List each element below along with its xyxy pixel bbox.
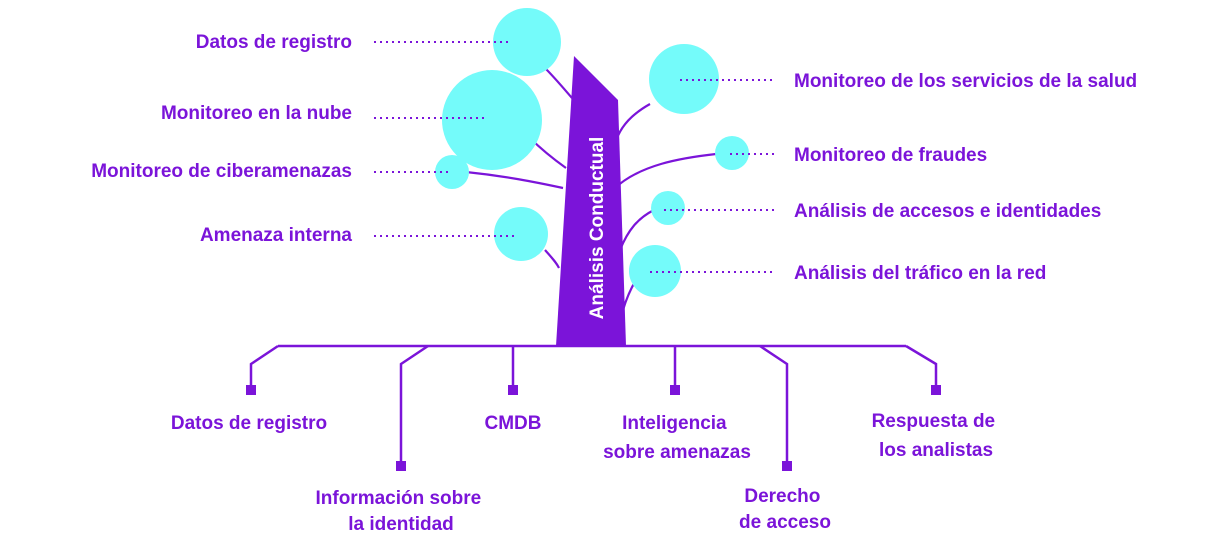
roots <box>246 344 941 471</box>
root-line-2 <box>399 344 429 466</box>
root-line-1 <box>249 344 279 390</box>
root-label-cmdb: CMDB <box>485 413 542 434</box>
circle-servicios-salud <box>649 44 719 114</box>
root-label-derecho-acceso: Derecho de acceso <box>739 486 831 533</box>
root-label-1-line-1: Datos de registro <box>171 413 327 434</box>
branch-labels: Datos de registro Monitoreo en la nube M… <box>91 32 1137 284</box>
label-trafico-red: Análisis del tráfico en la red <box>794 263 1046 284</box>
branch-line-right-3 <box>618 209 655 251</box>
root-label-3-line-1: CMDB <box>485 413 542 434</box>
root-label-6-line-1: Respuesta de <box>872 411 996 432</box>
trunk-shape <box>556 56 626 346</box>
root-label-2-line-2: la identidad <box>348 514 454 535</box>
root-label-6-line-2: los analistas <box>879 440 993 461</box>
trunk: Análisis Conductual <box>556 56 626 346</box>
circle-trafico-red <box>629 245 681 297</box>
root-line-6 <box>905 344 938 390</box>
root-line-5 <box>759 344 789 466</box>
label-datos-de-registro: Datos de registro <box>196 32 352 53</box>
circle-ciberamenazas <box>435 155 469 189</box>
label-accesos-identidades: Análisis de accesos e identidades <box>794 201 1101 222</box>
root-labels: Datos de registro Información sobre la i… <box>171 411 1001 535</box>
circle-amenaza-interna <box>494 207 548 261</box>
canopy-circles <box>435 8 749 297</box>
root-label-5-line-1: Derecho <box>744 486 820 507</box>
root-marker-1 <box>246 385 256 395</box>
label-fraudes: Monitoreo de fraudes <box>794 145 987 166</box>
root-label-respuesta-analistas: Respuesta de los analistas <box>872 411 1001 461</box>
root-label-informacion-identidad: Información sobre la identidad <box>315 488 486 535</box>
circle-monitoreo-nube <box>442 70 542 170</box>
label-ciberamenazas: Monitoreo de ciberamenazas <box>91 161 352 182</box>
label-amenaza-interna: Amenaza interna <box>200 225 352 246</box>
branch-line-left-1 <box>544 67 573 99</box>
root-label-inteligencia-amenazas: Inteligencia sobre amenazas <box>603 413 751 463</box>
branch-line-left-3 <box>465 170 564 190</box>
root-marker-3 <box>508 385 518 395</box>
root-marker-6 <box>931 385 941 395</box>
branch-line-right-2 <box>614 152 717 189</box>
trunk-label: Análisis Conductual <box>587 137 608 320</box>
root-label-5-line-2: de acceso <box>739 512 831 533</box>
root-marker-2 <box>396 461 406 471</box>
label-monitoreo-nube: Monitoreo en la nube <box>161 103 352 124</box>
leader-lines <box>374 41 774 273</box>
root-label-4-line-2: sobre amenazas <box>603 442 751 463</box>
label-servicios-salud: Monitoreo de los servicios de la salud <box>794 71 1137 92</box>
circle-datos-de-registro <box>493 8 561 76</box>
root-marker-4 <box>670 385 680 395</box>
root-label-4-line-1: Inteligencia <box>622 413 727 434</box>
branch-line-left-4 <box>544 249 560 269</box>
circle-accesos-identidades <box>651 191 685 225</box>
root-label-datos-de-registro: Datos de registro <box>171 413 327 434</box>
root-marker-5 <box>782 461 792 471</box>
root-label-2-line-1: Información sobre <box>315 488 481 509</box>
